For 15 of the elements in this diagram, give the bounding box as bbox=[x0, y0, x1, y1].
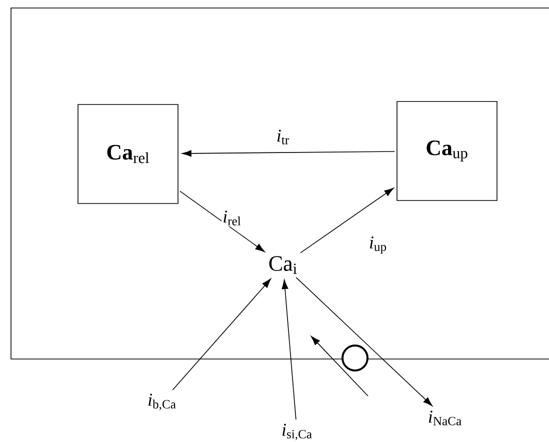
edge-label: i$_{rel}$ bbox=[222, 210, 242, 226]
current-label: i$_{si,Ca}$ bbox=[282, 424, 312, 440]
arrow bbox=[282, 280, 296, 420]
edge-label: i$_{tr}$ bbox=[275, 128, 291, 146]
current-label: i$_{NaCa}$ bbox=[428, 410, 462, 426]
compartment-box: Ca$_{rel}$ bbox=[78, 104, 178, 204]
current-label: i$_{b,Ca}$ bbox=[148, 394, 176, 410]
compartment-box: Ca$_{up}$ bbox=[396, 101, 498, 201]
arrow bbox=[300, 188, 394, 254]
arrow bbox=[182, 150, 395, 157]
compartment-label: Ca$_{i}$ bbox=[269, 256, 297, 274]
arrow bbox=[296, 277, 432, 406]
arrow bbox=[172, 278, 272, 390]
arrow bbox=[180, 190, 265, 252]
edge-label: i$_{up}$ bbox=[368, 235, 388, 255]
